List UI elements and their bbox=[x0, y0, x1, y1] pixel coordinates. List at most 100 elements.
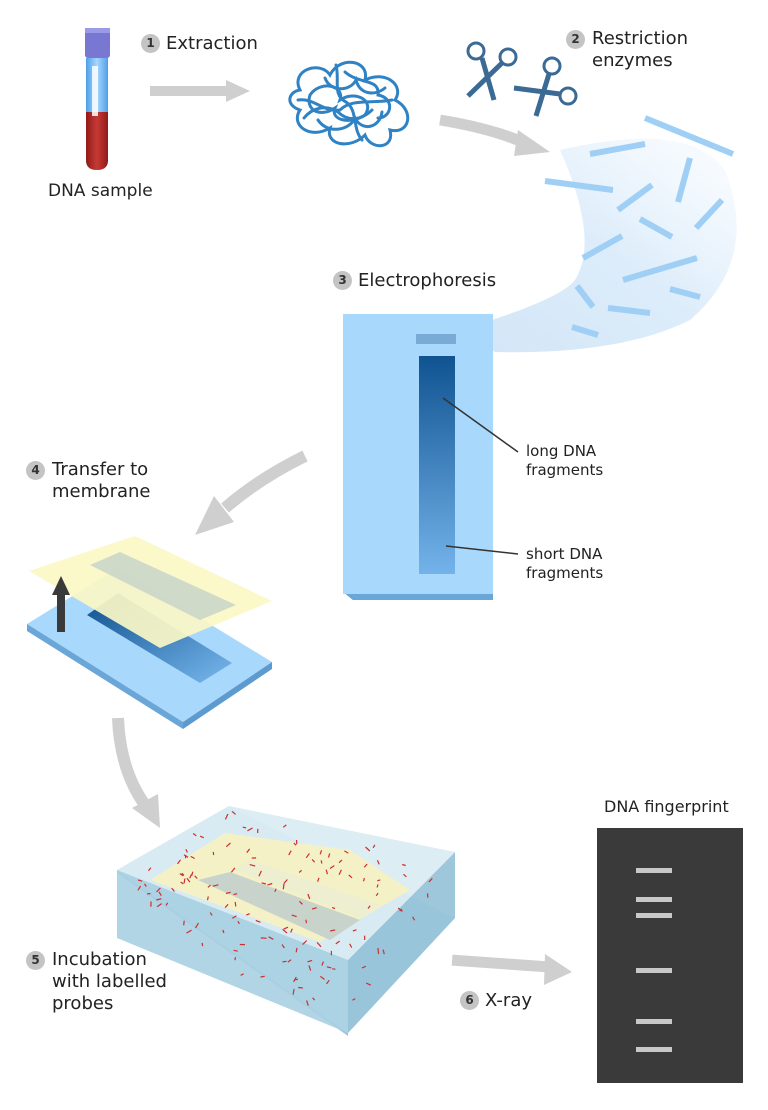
probe-mark bbox=[199, 835, 205, 839]
probe-mark bbox=[283, 926, 289, 930]
probe-mark bbox=[377, 879, 381, 882]
probe-mark bbox=[247, 827, 253, 832]
step-4-label: 4 Transfer to membrane bbox=[26, 459, 150, 503]
blot-assembly bbox=[27, 536, 272, 729]
probe-mark bbox=[365, 982, 371, 986]
probe-mark bbox=[171, 887, 175, 892]
probe-mark bbox=[137, 885, 142, 891]
probe-mark bbox=[338, 859, 343, 864]
probe-mark bbox=[183, 878, 186, 884]
step-1-label: 1 Extraction bbox=[141, 33, 258, 55]
probe-mark bbox=[225, 891, 231, 895]
probe-mark bbox=[319, 850, 323, 855]
probe-mark bbox=[331, 907, 336, 910]
probe-mark bbox=[330, 929, 336, 932]
probe-mark bbox=[291, 914, 297, 918]
probe-mark bbox=[326, 979, 330, 985]
probe-mark bbox=[242, 826, 247, 829]
test-tube-icon bbox=[85, 28, 110, 170]
probe-mark bbox=[362, 877, 365, 882]
probe-mark bbox=[282, 960, 287, 963]
probe-mark bbox=[361, 965, 367, 969]
probe-mark bbox=[231, 810, 236, 815]
probe-mark bbox=[282, 928, 288, 934]
probe-mark bbox=[260, 975, 265, 978]
probe-mark bbox=[305, 919, 308, 924]
probe-mark bbox=[302, 940, 308, 946]
probe-mark bbox=[319, 975, 325, 980]
probe-mark bbox=[321, 961, 324, 966]
probe-mark bbox=[382, 949, 385, 955]
probe-mark bbox=[261, 882, 267, 885]
probe-mark bbox=[147, 867, 152, 872]
step-4-text: Transfer to membrane bbox=[52, 459, 151, 502]
step-6-text: X-ray bbox=[485, 990, 533, 1011]
probe-mark bbox=[295, 947, 298, 953]
probe-mark bbox=[180, 881, 184, 885]
probe-mark bbox=[206, 896, 209, 901]
probe-mark bbox=[230, 867, 236, 873]
probe-mark bbox=[317, 877, 320, 882]
step-number-3: 3 bbox=[333, 271, 352, 290]
probe-mark bbox=[274, 888, 277, 893]
dna-fragments bbox=[544, 115, 735, 338]
dna-sample-label: DNA sample bbox=[48, 181, 153, 201]
probe-mark bbox=[376, 860, 380, 865]
probe-mark bbox=[192, 833, 197, 837]
step-2-label: 2 Restriction enzymes bbox=[566, 28, 688, 72]
probe-mark bbox=[222, 929, 225, 934]
probe-mark bbox=[207, 884, 211, 888]
probe-mark bbox=[258, 870, 262, 877]
probe-mark bbox=[183, 920, 185, 926]
probe-mark bbox=[298, 900, 303, 905]
probe-mark bbox=[298, 869, 303, 873]
probe-mark bbox=[190, 855, 195, 860]
probe-mark bbox=[165, 902, 169, 906]
long-fragments-label: long DNA fragments bbox=[526, 442, 604, 479]
dna-fingerprint-film bbox=[597, 828, 743, 1083]
probe-mark bbox=[344, 850, 349, 854]
probe-mark bbox=[282, 824, 287, 828]
probe-mark bbox=[290, 928, 293, 933]
probe-mark bbox=[335, 940, 340, 945]
probe-mark bbox=[191, 871, 194, 876]
arrow-transfer bbox=[195, 450, 308, 535]
scissors-icon bbox=[513, 56, 578, 117]
probe-mark bbox=[181, 872, 185, 876]
arrow-xray bbox=[451, 954, 572, 985]
probe-mark bbox=[288, 850, 292, 856]
probe-mark bbox=[326, 966, 332, 969]
probe-mark bbox=[363, 863, 368, 868]
scissors-icon bbox=[466, 41, 518, 101]
step-3-text: Electrophoresis bbox=[358, 270, 497, 291]
probe-mark bbox=[287, 959, 292, 963]
probe-mark bbox=[281, 944, 285, 949]
probe-mark bbox=[246, 913, 250, 916]
probe-mark bbox=[329, 865, 335, 869]
probe-mark bbox=[305, 853, 310, 859]
arrow-incubation bbox=[112, 717, 160, 828]
probe-mark bbox=[267, 882, 273, 886]
probe-mark bbox=[367, 905, 371, 909]
step-number-1: 1 bbox=[141, 34, 160, 53]
probe-mark bbox=[185, 849, 188, 853]
probe-mark bbox=[137, 879, 143, 882]
probe-mark bbox=[237, 920, 240, 925]
short-fragments-label: short DNA fragments bbox=[526, 545, 604, 582]
step-number-5: 5 bbox=[26, 951, 45, 970]
probe-mark bbox=[293, 842, 297, 846]
arrow-extraction bbox=[150, 80, 250, 102]
probe-mark bbox=[312, 997, 316, 1001]
step-number-2: 2 bbox=[566, 30, 585, 49]
probe-mark bbox=[352, 929, 357, 932]
probe-mark bbox=[316, 942, 322, 948]
probe-mark bbox=[352, 998, 356, 1001]
probe-mark bbox=[372, 844, 376, 849]
probe-mark bbox=[325, 869, 328, 875]
probe-mark bbox=[231, 915, 237, 919]
dna-coil-icon bbox=[288, 60, 410, 148]
step-1-text: Extraction bbox=[166, 33, 258, 54]
probe-mark bbox=[376, 884, 379, 888]
probe-mark bbox=[399, 908, 403, 912]
probe-mark bbox=[225, 842, 231, 848]
